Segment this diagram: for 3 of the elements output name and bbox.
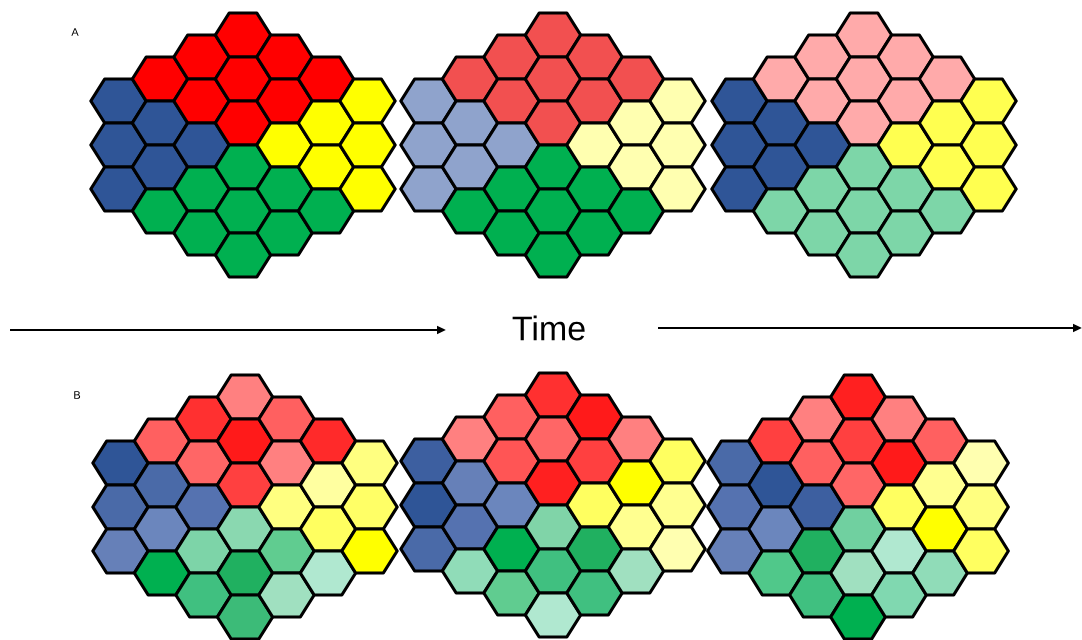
axis-label: Time (512, 315, 585, 341)
panel-label: B (74, 391, 81, 399)
panel-label: A (71, 28, 79, 36)
